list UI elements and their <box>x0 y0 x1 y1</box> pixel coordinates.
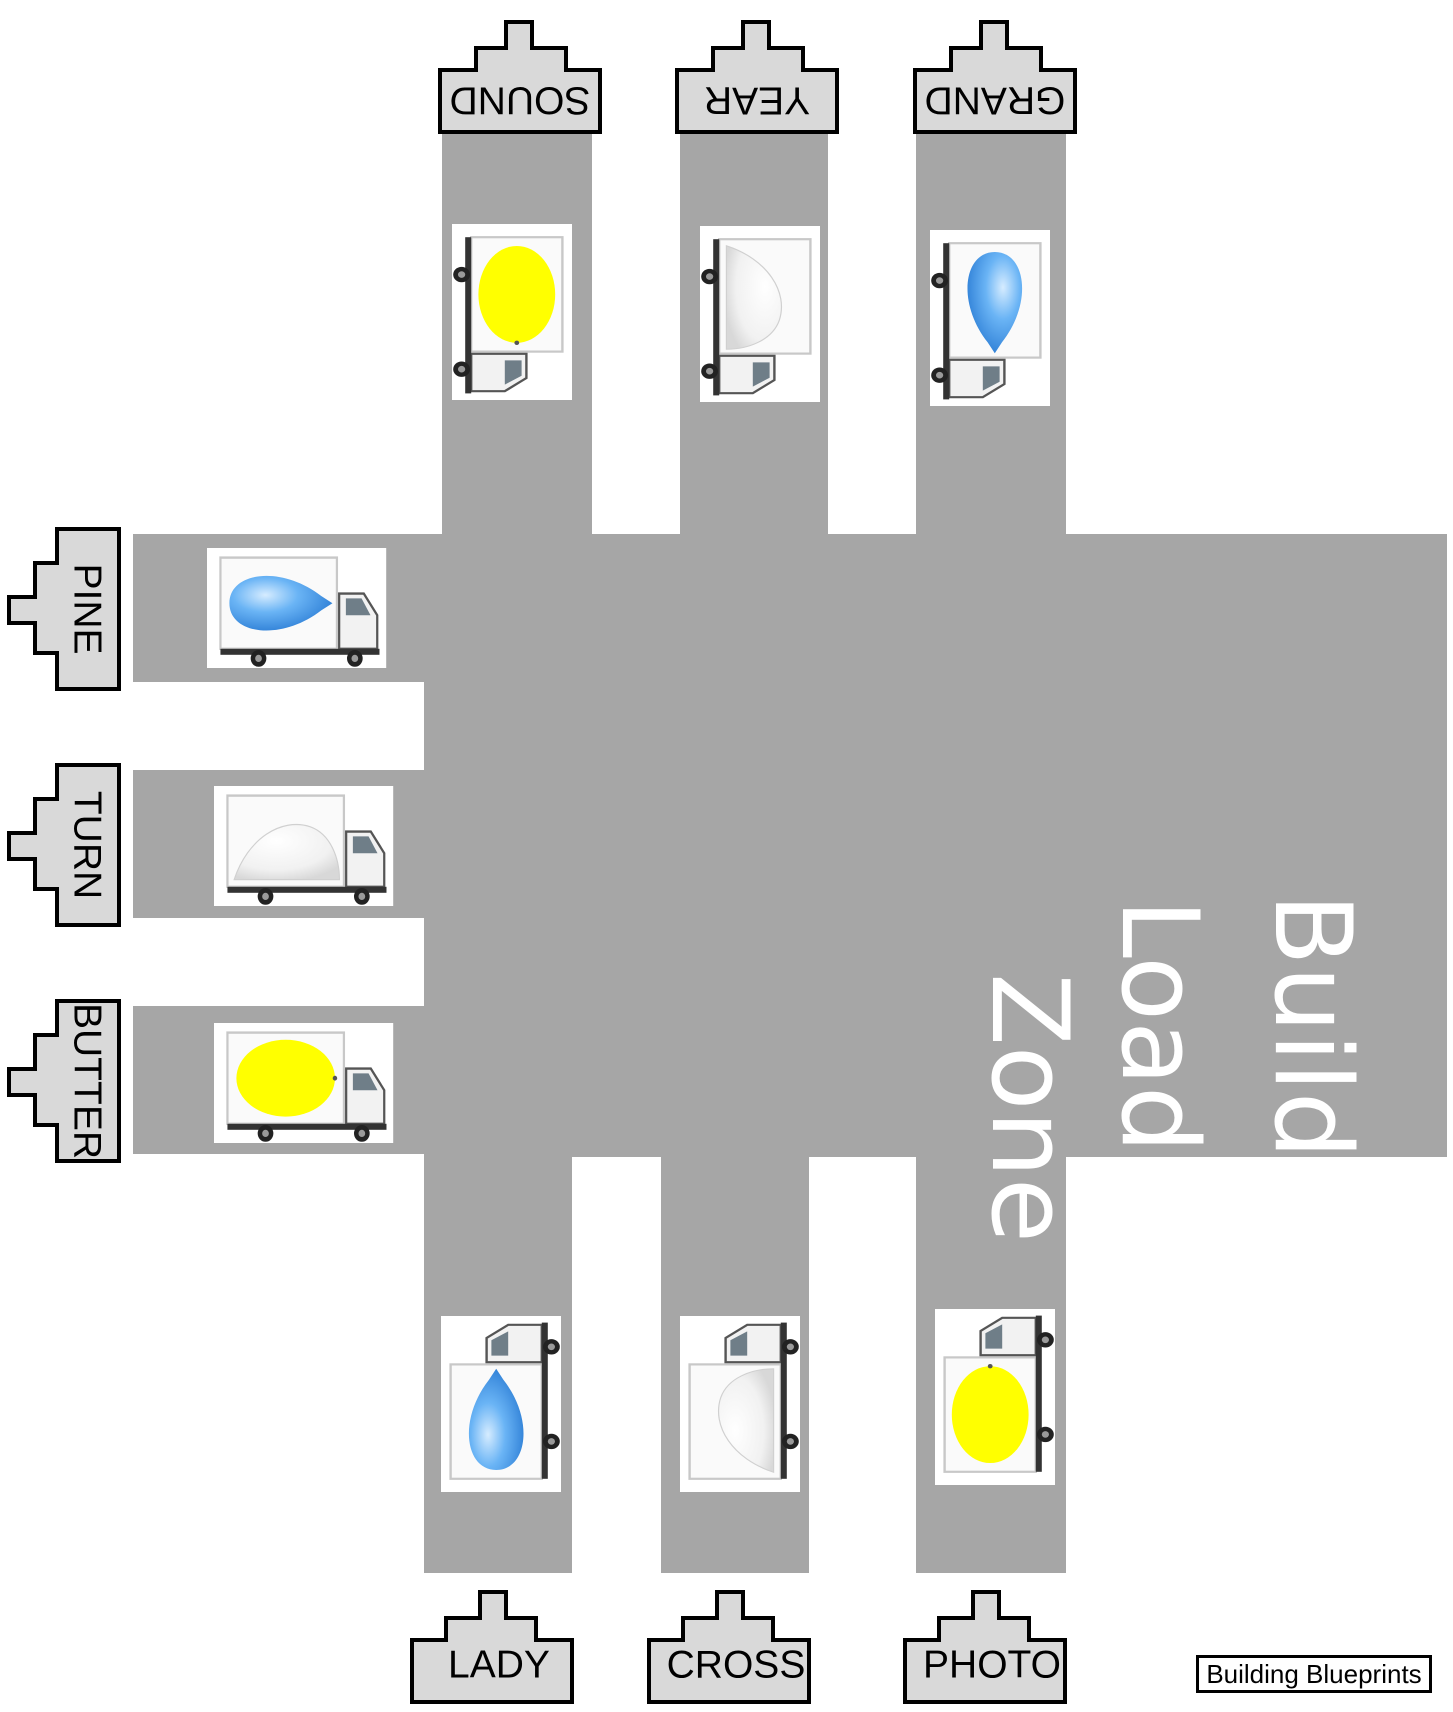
street-sign-grand[interactable]: GRAND <box>915 22 1075 132</box>
street-name-turn: TURN <box>66 791 109 899</box>
truck-salt-cross[interactable] <box>680 1316 800 1492</box>
footer-label: Building Blueprints <box>1196 1655 1432 1693</box>
street-sign-year[interactable]: YEAR <box>677 22 837 132</box>
street-name-sound: SOUND <box>450 79 591 122</box>
truck-lemon-sound[interactable] <box>452 224 572 400</box>
street-name-grand: GRAND <box>925 79 1066 122</box>
street-sign-turn[interactable]: TURN <box>9 765 119 925</box>
truck-water-lady[interactable] <box>441 1316 561 1492</box>
zone-label-line-1: Building <box>1251 893 1374 1323</box>
street-name-butter: BUTTER <box>66 1003 109 1159</box>
street-sign-butter[interactable]: BUTTER <box>9 1001 119 1161</box>
street-name-year: YEAR <box>704 79 810 122</box>
truck-salt-year[interactable] <box>700 226 820 402</box>
truck-salt-turn[interactable] <box>214 786 393 906</box>
truck-lemon-photo[interactable] <box>935 1309 1055 1485</box>
street-sign-pine[interactable]: PINE <box>9 529 119 689</box>
zone-label-line-2: Loading <box>1098 899 1221 1317</box>
street-name-cross: CROSS <box>667 1643 806 1686</box>
truck-water-pine[interactable] <box>207 548 386 668</box>
street-name-lady: LADY <box>448 1643 550 1686</box>
zone-label-line-3: Zone <box>968 973 1091 1243</box>
street-name-pine: PINE <box>66 563 109 654</box>
truck-water-grand[interactable] <box>930 230 1050 406</box>
street-sign-sound[interactable]: SOUND <box>440 22 600 132</box>
street-name-photo: PHOTO <box>923 1643 1061 1686</box>
truck-lemon-butter[interactable] <box>214 1023 393 1143</box>
